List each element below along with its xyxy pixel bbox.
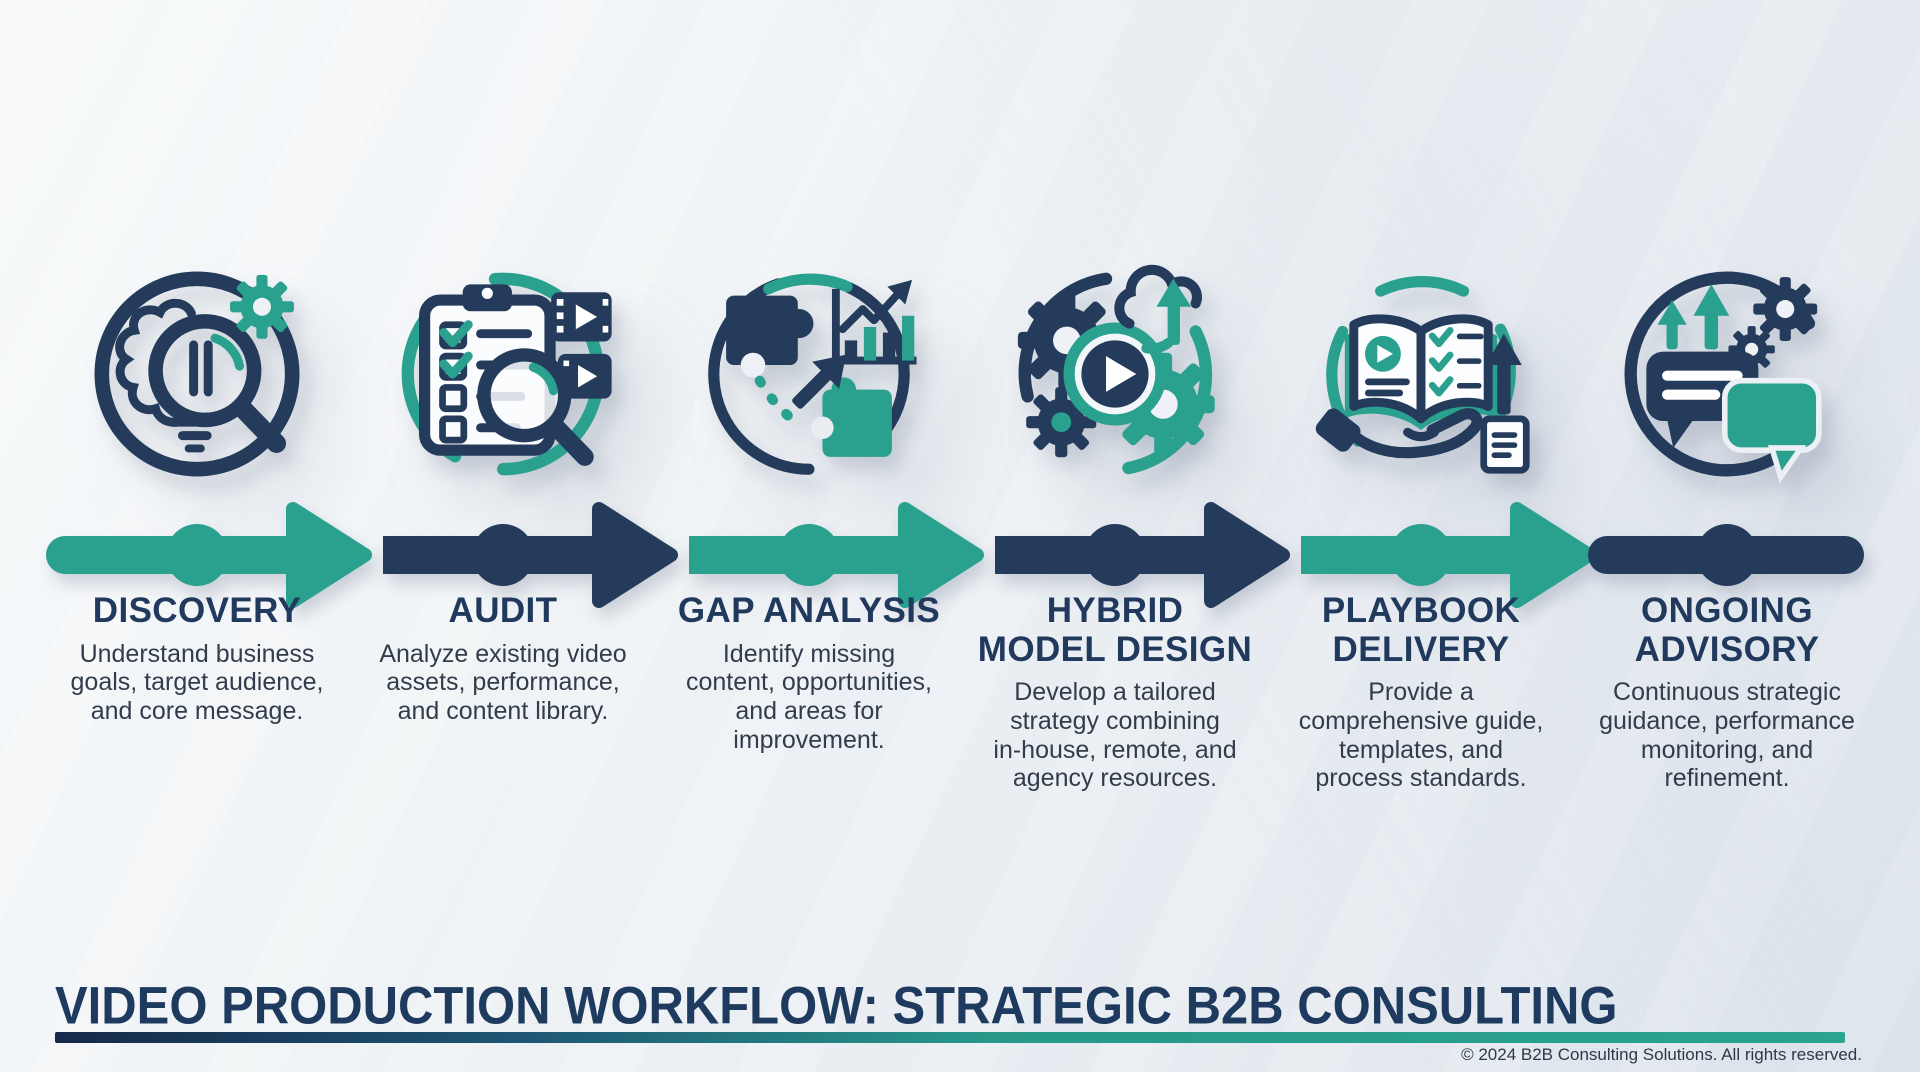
stage-gap-analysis-icon-wrap bbox=[656, 262, 962, 486]
timeline-dot bbox=[1084, 524, 1146, 586]
timeline-dot bbox=[1696, 524, 1758, 586]
chat-bubble-icon bbox=[1721, 377, 1822, 484]
video-thumbnail-icon bbox=[551, 292, 612, 342]
audit-icon bbox=[401, 272, 612, 476]
copyright-text: © 2024 B2B Consulting Solutions. All rig… bbox=[1461, 1045, 1862, 1064]
timeline-dot bbox=[778, 524, 840, 586]
stage-description: Develop a tailored strategy combining in… bbox=[993, 678, 1237, 793]
arrowhead-icon bbox=[592, 502, 678, 608]
stage-title: DISCOVERY bbox=[92, 591, 302, 630]
play-icon bbox=[1377, 344, 1393, 363]
timeline-segment-4 bbox=[995, 502, 1290, 608]
stage-title: AUDIT bbox=[448, 591, 558, 630]
stage-playbook-delivery: PLAYBOOK DELIVERY Provide a comprehensiv… bbox=[1268, 591, 1574, 793]
stage-hybrid-icon-wrap bbox=[962, 262, 1268, 486]
hybrid-model-icon bbox=[1017, 264, 1215, 475]
timeline-segment-2 bbox=[383, 502, 678, 608]
stage-title: PLAYBOOK DELIVERY bbox=[1321, 591, 1521, 669]
stage-description: Understand business goals, target audien… bbox=[70, 639, 324, 726]
discovery-icon bbox=[94, 271, 300, 477]
growth-arrows-icon bbox=[1657, 284, 1730, 350]
title-underline-bar bbox=[55, 1032, 1845, 1043]
stage-title: HYBRID MODEL DESIGN bbox=[977, 591, 1253, 669]
up-arrow-icon bbox=[1156, 278, 1192, 307]
infographic-title: VIDEO PRODUCTION WORKFLOW: STRATEGIC B2B… bbox=[55, 977, 1618, 1036]
arrowhead-icon bbox=[286, 502, 372, 608]
stage-gap-analysis: GAP ANALYSIS Identify missing content, o… bbox=[656, 591, 962, 755]
gear-icon bbox=[1753, 277, 1818, 341]
stage-discovery-icon-wrap bbox=[44, 262, 350, 486]
stage-ongoing-advisory: ONGOING ADVISORY Continuous strategic gu… bbox=[1574, 591, 1880, 793]
arrowhead-icon bbox=[1204, 502, 1290, 608]
stage-advisory-icon-wrap bbox=[1574, 262, 1880, 486]
stage-hybrid-model-design: HYBRID MODEL DESIGN Develop a tailored s… bbox=[962, 591, 1268, 793]
gear-icon bbox=[230, 274, 294, 339]
gap-analysis-icon bbox=[708, 273, 917, 475]
stage-playbook-icon-wrap bbox=[1268, 262, 1574, 486]
workflow-timeline bbox=[46, 502, 1864, 608]
cloud-icon bbox=[1114, 264, 1202, 329]
playbook-delivery-icon bbox=[1315, 276, 1530, 474]
stage-discovery: DISCOVERY Understand business goals, tar… bbox=[44, 591, 350, 726]
document-icon bbox=[1480, 415, 1530, 474]
puzzle-piece-icon bbox=[726, 295, 814, 366]
play-icon bbox=[1106, 356, 1137, 392]
timeline-segment-5 bbox=[1301, 502, 1596, 608]
stage-audit: AUDIT Analyze existing video assets, per… bbox=[350, 591, 656, 726]
arrowhead-icon bbox=[898, 502, 984, 608]
arrowhead-icon bbox=[1510, 502, 1596, 608]
stage-title: ONGOING ADVISORY bbox=[1634, 591, 1820, 669]
ongoing-advisory-icon bbox=[1624, 271, 1830, 484]
stage-description: Identify missing content, opportunities,… bbox=[686, 639, 932, 754]
timeline-segment-1 bbox=[46, 502, 372, 608]
timeline-segment-6 bbox=[1588, 524, 1864, 586]
stage-description: Analyze existing video assets, performan… bbox=[379, 639, 627, 726]
up-arrow-icon bbox=[1485, 333, 1522, 366]
timeline-segment-3 bbox=[689, 502, 984, 608]
stage-description: Provide a comprehensive guide, templates… bbox=[1298, 678, 1544, 793]
stage-audit-icon-wrap bbox=[350, 262, 656, 486]
hand-icon bbox=[1315, 408, 1483, 459]
timeline-dot bbox=[472, 524, 534, 586]
timeline-dot bbox=[166, 524, 228, 586]
puzzle-piece-icon bbox=[822, 377, 892, 457]
stage-title: GAP ANALYSIS bbox=[677, 591, 941, 630]
timeline-dot bbox=[1390, 524, 1452, 586]
stage-description: Continuous strategic guidance, performan… bbox=[1599, 678, 1855, 793]
bar-chart-icon bbox=[831, 279, 917, 365]
